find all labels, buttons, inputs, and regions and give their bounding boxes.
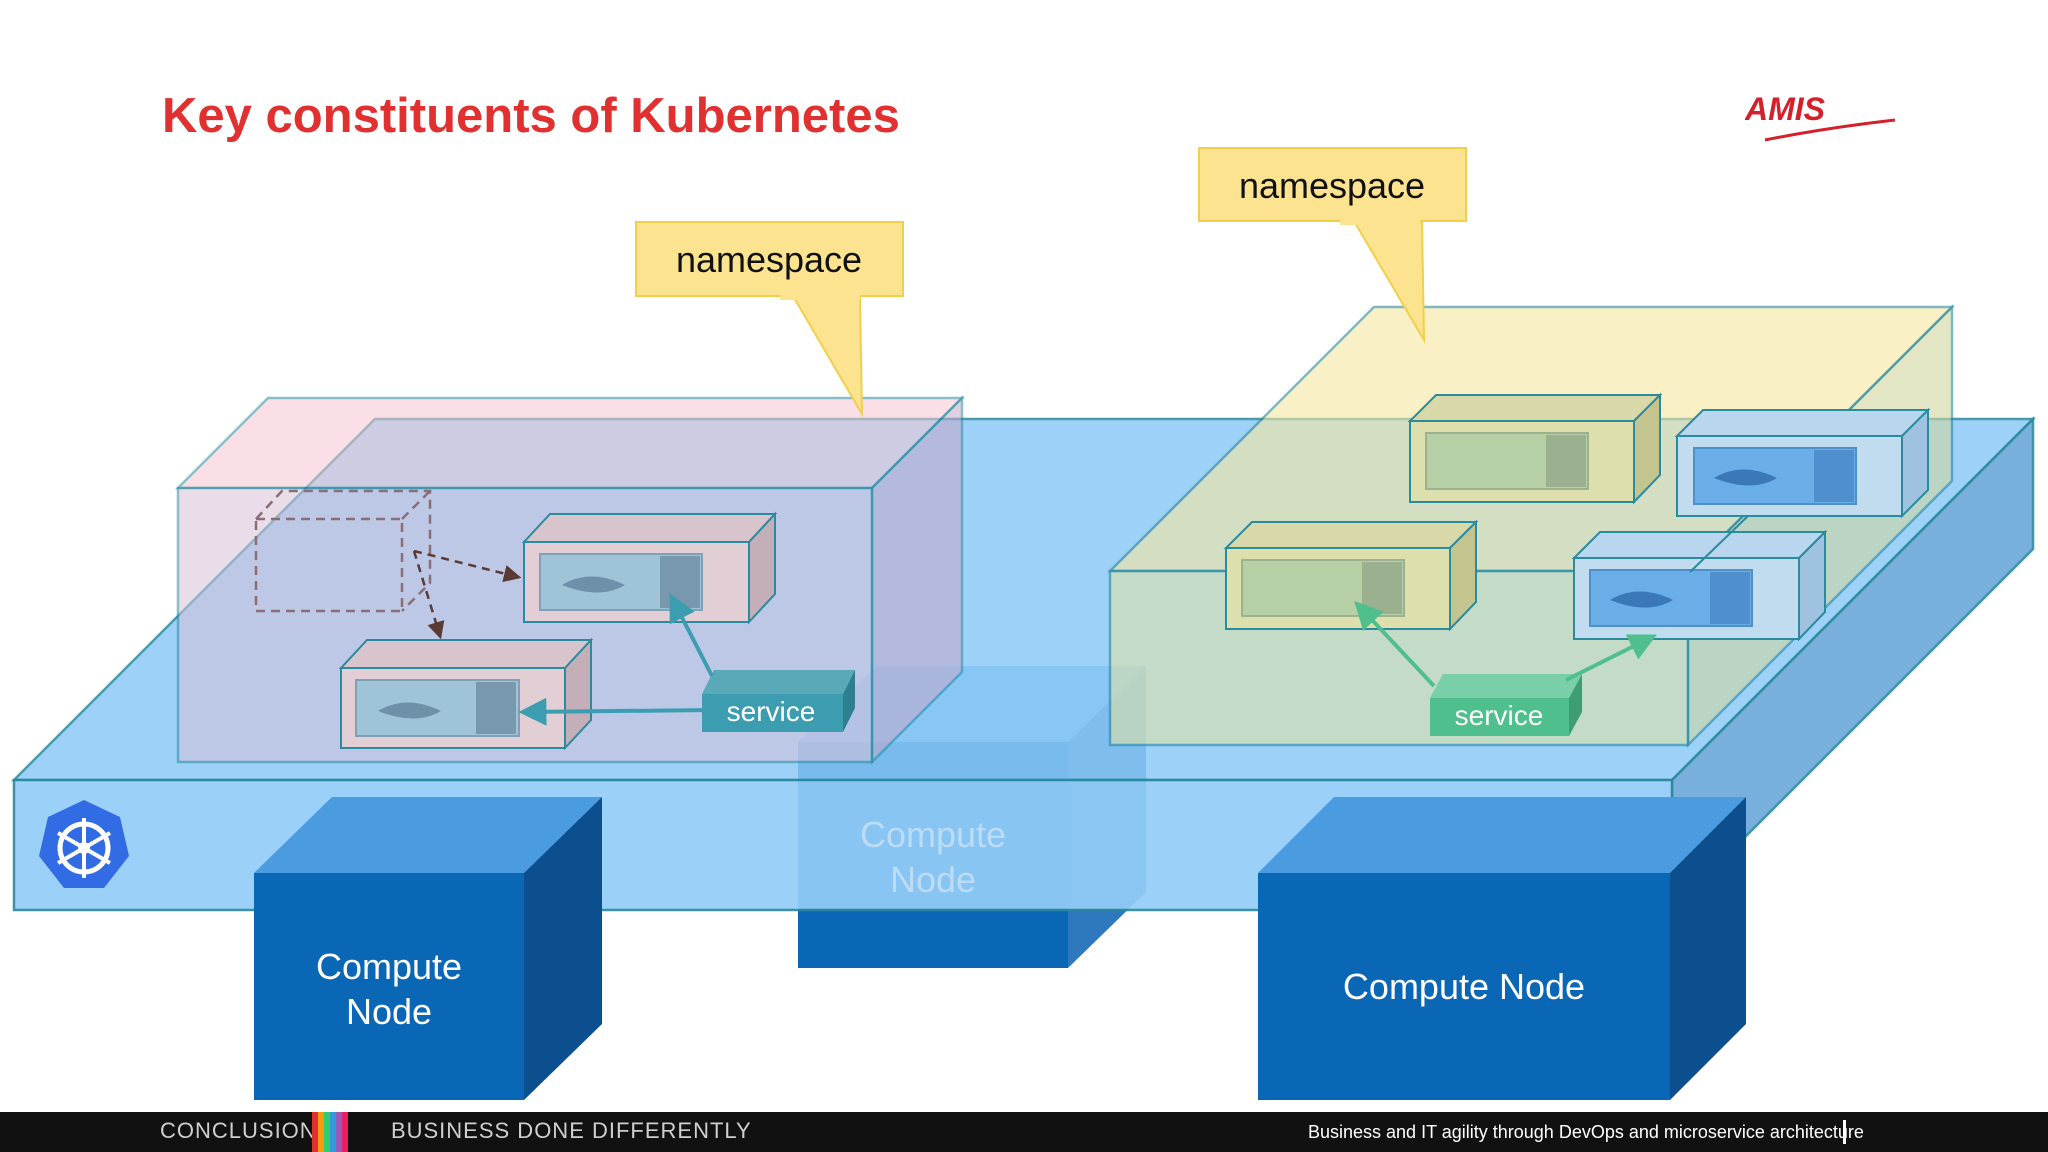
footer-section: CONCLUSION xyxy=(160,1118,317,1143)
footer-left-text: CONCLUSION BUSINESS DONE DIFFERENTLY xyxy=(160,1118,752,1144)
service-left xyxy=(702,670,855,732)
compute-node-right xyxy=(1258,797,1746,1100)
service-right xyxy=(1430,674,1582,736)
footer-tagline: BUSINESS DONE DIFFERENTLY xyxy=(390,1118,752,1143)
amis-logo: AMIS xyxy=(1745,91,1895,142)
namespace-label-right: namespace xyxy=(1239,165,1425,206)
namespace-callout-left xyxy=(635,221,904,418)
page-title: Key constituents of Kubernetes xyxy=(162,89,900,143)
namespace-callout-right xyxy=(1198,147,1467,344)
docker-container-icon xyxy=(1674,407,1931,519)
docker-container-icon xyxy=(338,637,594,751)
pending-container xyxy=(254,489,432,613)
service-label-left: service xyxy=(727,696,816,727)
footer-divider xyxy=(1843,1120,1846,1144)
docker-container-icon xyxy=(1223,519,1479,632)
docker-container-icon xyxy=(1571,529,1828,642)
footer-right-text: Business and IT agility through DevOps a… xyxy=(1308,1122,1864,1142)
compute-node-left xyxy=(254,797,602,1100)
footer-color-stripes xyxy=(312,1112,348,1152)
kubernetes-icon xyxy=(39,800,129,888)
service-label-right: service xyxy=(1455,700,1544,731)
compute-node-label-right: Compute Node xyxy=(1343,966,1585,1007)
docker-container-icon xyxy=(521,511,778,625)
docker-container-icon xyxy=(1407,392,1663,505)
amis-logo-text: AMIS xyxy=(1745,91,1826,127)
namespace-label-left: namespace xyxy=(676,239,862,280)
footer-bar: CONCLUSION BUSINESS DONE DIFFERENTLY Bus… xyxy=(0,1112,2048,1152)
